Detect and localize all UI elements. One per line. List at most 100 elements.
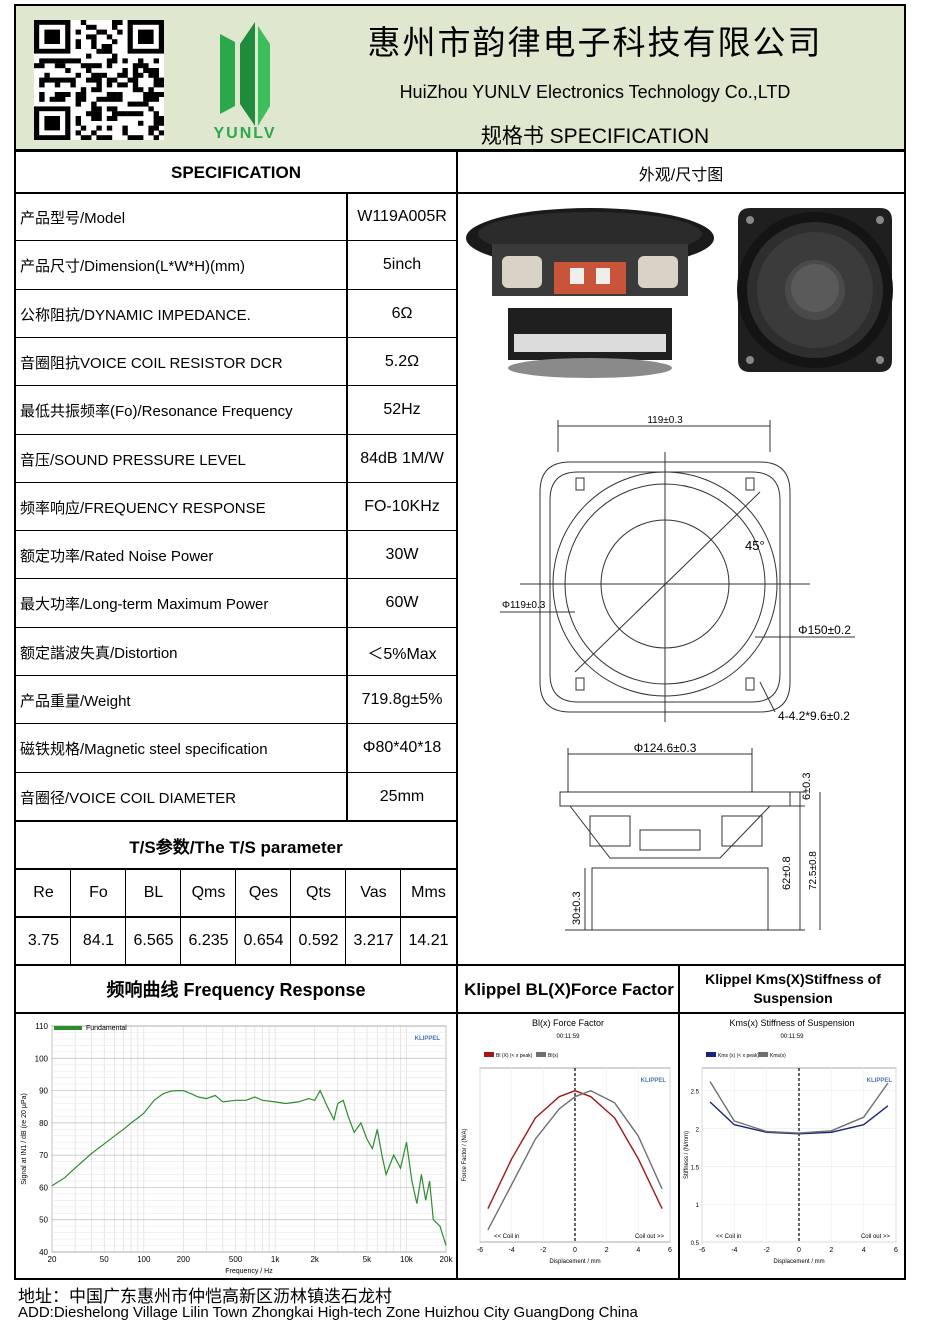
spec-label: 频率响应/FREQUENCY RESPONSE [20,499,266,517]
ts-value: 3.217 [353,932,394,949]
legend-swatch [484,1052,494,1057]
x-tick-label: -6 [699,1247,705,1254]
x-axis-label: Displacement / mm [549,1259,600,1265]
document-title: 规格书 SPECIFICATION [480,125,710,148]
spec-value: 5inch [382,256,422,273]
ts-header: Qms [191,884,226,901]
spec-value: W119A005R [357,208,447,225]
spec-label: 产品型号/Model [20,209,126,227]
x-tick-label: 2k [310,1255,319,1264]
chart-subtitle: 00:11:59 [557,1034,581,1040]
y-tick-label: 1 [696,1203,700,1209]
spec-value: 5.2Ω [384,353,420,370]
spec-value: 6Ω [391,305,413,322]
y-tick-label: 50 [39,1216,48,1225]
dim-30: 30±0.3 [571,891,583,925]
ts-value: 84.1 [82,932,115,949]
y-tick-label: 40 [39,1248,48,1257]
legend-swatch [536,1052,546,1057]
qr-code-icon [34,20,164,140]
kms-stiffness-title: Klippel Kms(X)Stiffness of Suspension [705,971,881,1006]
x-axis-label: Frequency / Hz [225,1268,273,1275]
y-axis-label: Force Factor / (N/A) [462,1128,468,1181]
x-tick-label: -4 [731,1247,737,1254]
dim-phi119: Φ119±0.3 [502,600,546,611]
spec-value: ＜5%Max [367,646,437,663]
y-tick-label: 90 [39,1087,48,1096]
spec-label: 最大功率/Long-term Maximum Power [20,595,269,613]
x-tick-label: 200 [177,1255,191,1264]
y-tick-label: 110 [35,1022,48,1031]
spec-label: 额定諧波失真/Distortion [20,644,178,662]
x-tick-label: 6 [668,1247,672,1254]
frequency-response-title: 频响曲线 Frequency Response [106,980,366,1000]
dim-62: 62±0.8 [781,856,793,890]
company-logo: YUNLV [213,22,276,142]
side-dimension-drawing: Φ124.6±0.3 6±0.3 62±0.8 72.5±0.8 30±0.3 [559,741,821,931]
ts-value: 6.565 [133,932,174,949]
y-tick-label: 0.5 [691,1241,700,1247]
ts-value: 0.654 [243,932,284,949]
spec-label: 音圈阻抗VOICE COIL RESISTOR DCR [20,354,283,372]
ts-value: 6.235 [188,932,229,949]
x-tick-label: 0 [797,1247,801,1254]
address-cn: 地址：中国广东惠州市仲恺高新区沥林镇迭石龙村 [18,1287,392,1307]
klippel-logo: KLIPPEL [867,1078,893,1084]
y-tick-label: 2 [696,1128,700,1134]
spec-value: 52Hz [383,401,421,418]
spec-sheet [14,4,906,1280]
y-tick-label: 100 [35,1054,49,1063]
legend-label: Kms(x) [770,1053,786,1059]
legend-label: Bl (X) (< x peak) [496,1053,533,1059]
frequency-response-line [51,1089,447,1246]
spec-value: FO-10KHz [364,498,440,515]
dim-phi150: Φ150±0.2 [798,623,851,637]
spec-value: 25mm [379,788,425,805]
coil-out-annotation: Coil out >> [635,1234,665,1240]
dim-119: 119±0.3 [647,415,683,426]
klippel-logo: KLIPPEL [415,1036,441,1042]
y-tick-label: 80 [39,1119,48,1128]
series-line [709,1081,889,1134]
header [16,6,904,152]
legend-label: Bl(x) [548,1053,559,1059]
ts-header: Re [33,884,54,901]
kms-stiffness-chart: Kms(x) Stiffness of Suspension00:11:59-6… [684,1018,898,1265]
spec-value: 84dB 1M/W [360,450,444,467]
spec-value: 719.8g±5% [361,691,443,708]
x-tick-label: 1k [271,1255,280,1264]
coil-out-annotation: Coil out >> [861,1234,891,1240]
series-line [487,1090,663,1231]
x-tick-label: 6 [894,1247,898,1254]
y-tick-label: 70 [39,1151,48,1160]
y-axis-label: Stiffness / (N/mm) [684,1131,690,1179]
coil-in-annotation: << Coil in [716,1234,741,1240]
x-tick-label: 20 [48,1255,57,1264]
x-tick-label: 5k [363,1255,372,1264]
spec-label: 产品重量/Weight [20,692,131,710]
ts-header: Fo [89,884,108,901]
ts-value: 14.21 [408,932,449,949]
x-tick-label: 10k [400,1255,414,1264]
x-tick-label: -2 [764,1247,770,1254]
dim-72: 72.5±0.8 [808,851,819,890]
spec-label: 额定功率/Rated Noise Power [20,547,214,565]
x-axis-label: Displacement / mm [773,1259,824,1265]
dim-phi124: Φ124.6±0.3 [634,741,697,755]
chart-title: Kms(x) Stiffness of Suspension [730,1018,855,1028]
logo-text: YUNLV [213,125,276,142]
legend-swatch [706,1052,716,1057]
spec-value: 60W [385,594,419,611]
speaker-side-photo [466,208,714,378]
company-name-en: HuiZhou YUNLV Electronics Technology Co.… [399,82,791,102]
legend-label: Kms (x) (< x peak) [718,1053,759,1059]
ts-table-title: T/S参数/The T/S parameter [129,837,343,857]
ts-header: BL [143,884,164,901]
x-tick-label: -6 [477,1247,483,1254]
x-tick-label: 4 [636,1247,640,1254]
y-tick-label: 2.5 [691,1090,700,1096]
spec-label: 磁铁规格/Magnetic steel specification [20,740,268,758]
spec-value: 30W [385,546,419,563]
y-axis-label: Signal at IN1 / dB (re 20 µPa) [21,1093,28,1185]
